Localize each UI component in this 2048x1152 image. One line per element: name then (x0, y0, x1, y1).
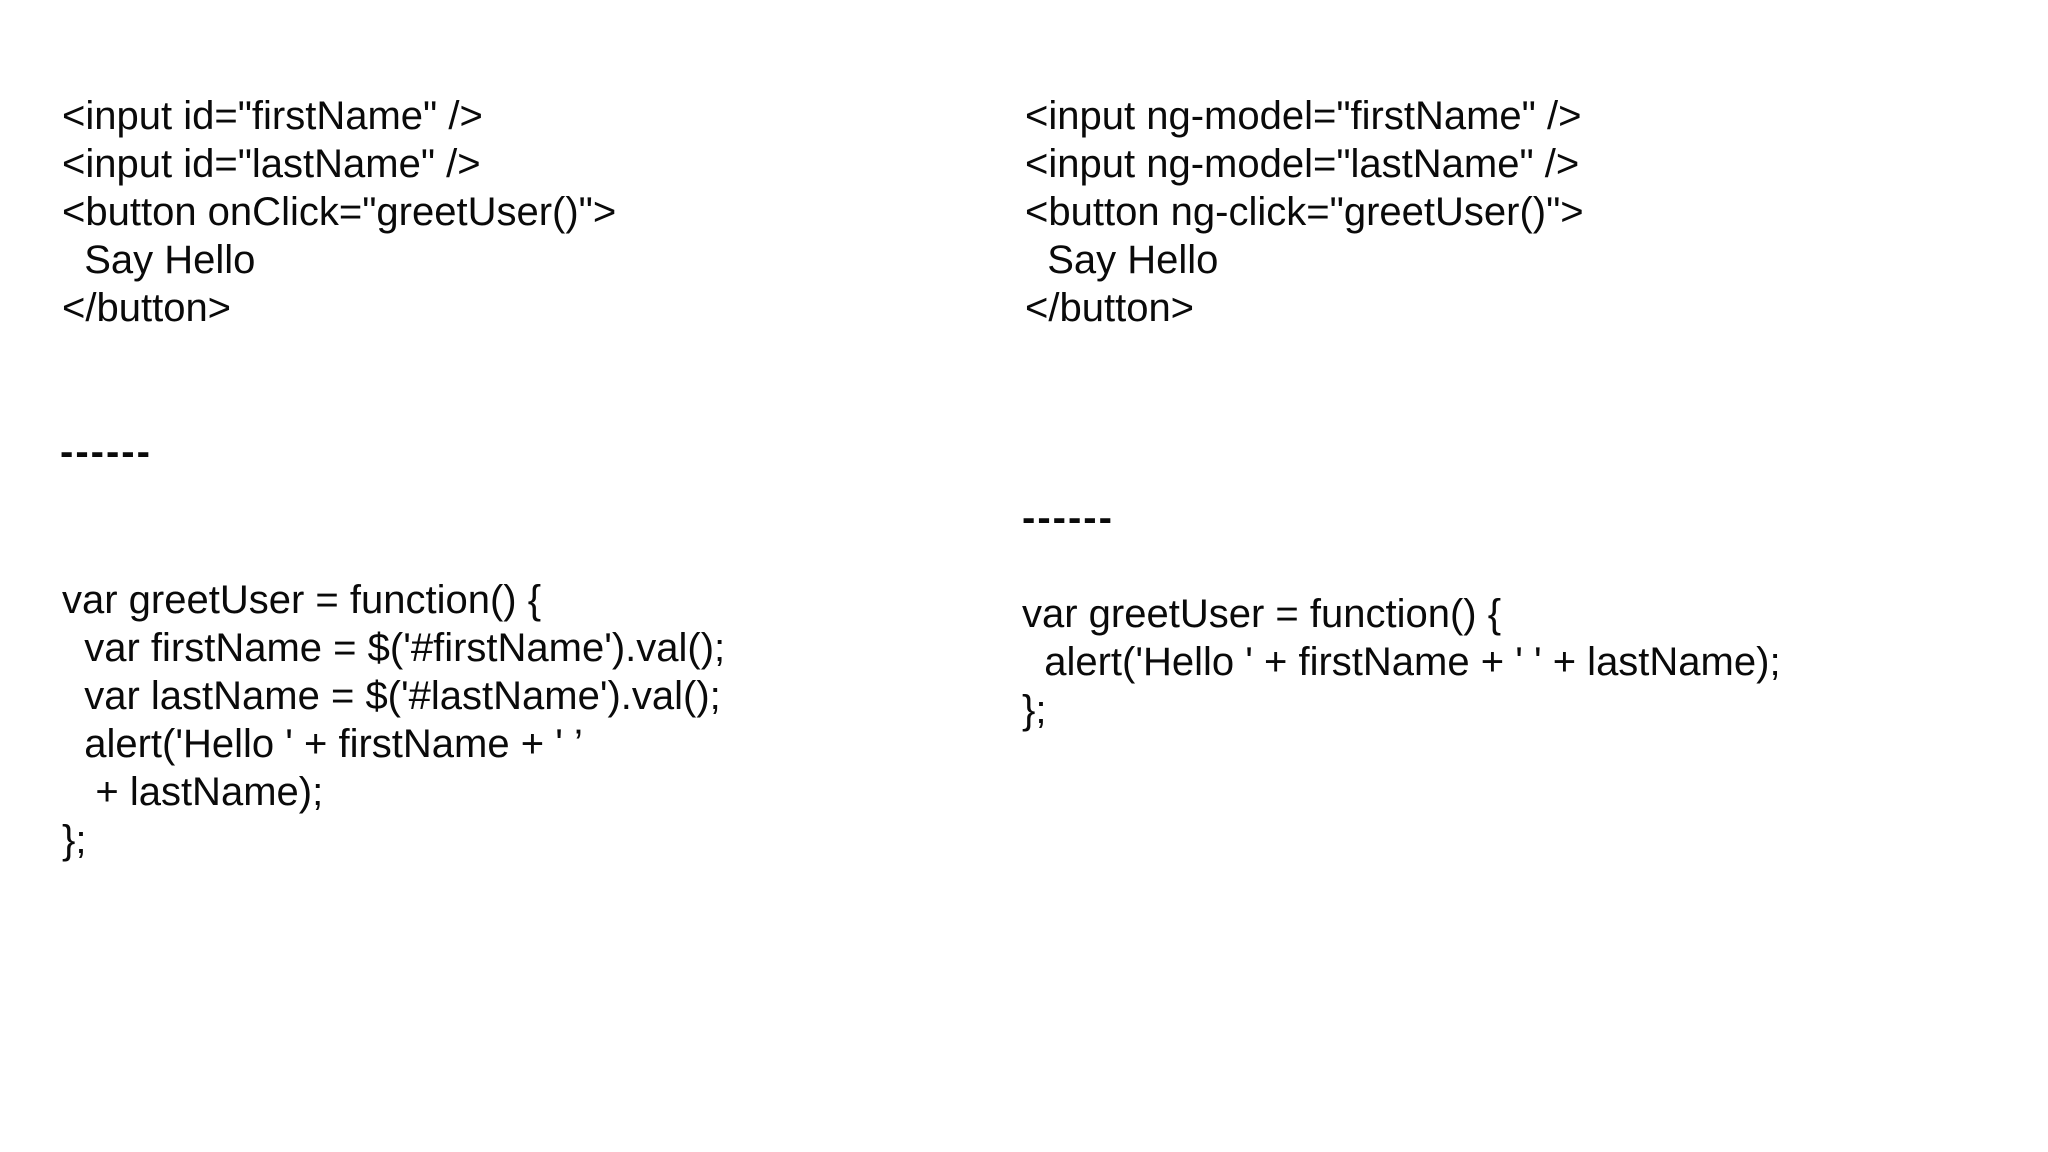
right-html-code-block: <input ng-model="firstName" /> <input ng… (1025, 94, 1584, 330)
left-html-code-block: <input id="firstName" /> <input id="last… (62, 94, 617, 330)
right-js-code-block: var greetUser = function() { alert('Hell… (1022, 592, 1781, 732)
left-js-code-block: var greetUser = function() { var firstNa… (62, 578, 726, 862)
right-divider-dashes: ------ (1022, 496, 1114, 540)
left-divider-dashes: ------ (60, 430, 152, 474)
